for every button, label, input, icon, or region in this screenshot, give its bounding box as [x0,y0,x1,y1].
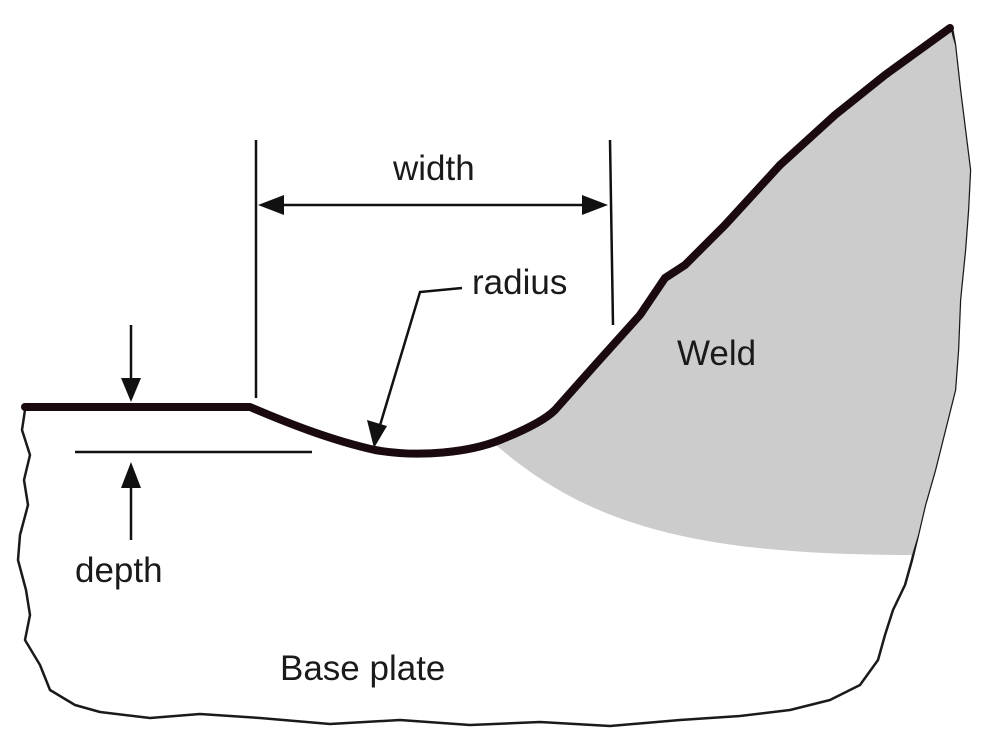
weld-label: Weld [677,334,756,373]
depth-label: depth [75,551,163,590]
radius-label: radius [472,263,567,302]
width-extension-right [608,139,615,326]
width-arrowhead-right [582,195,608,215]
radius-arrowhead [367,420,387,448]
radius-leader-line [376,286,463,433]
width-label: width [392,149,475,188]
weld-region [490,28,970,555]
surface-profile [21,24,954,458]
base-plate-label: Base plate [280,649,445,688]
depth-arrow-bottom-head [121,462,141,488]
width-arrowhead-left [258,195,284,215]
depth-arrow-top-head [121,378,141,402]
